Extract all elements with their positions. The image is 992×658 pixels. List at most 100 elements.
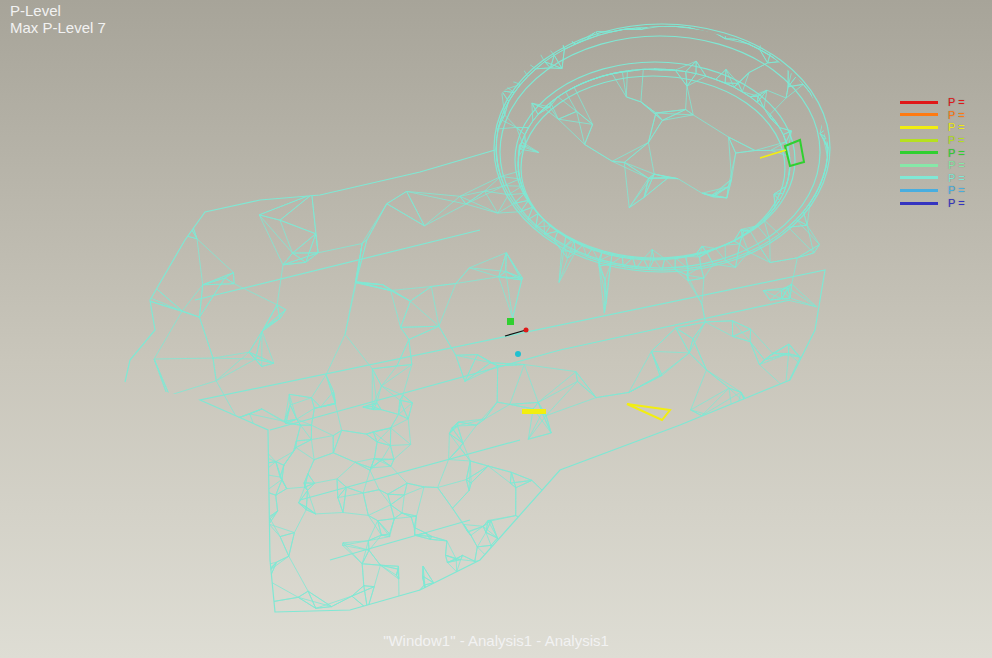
mesh-edge [148,281,182,311]
mesh-edge [491,521,497,538]
mesh-edge [155,214,183,227]
mesh-edge [484,600,497,609]
mesh-edge [734,392,741,422]
mesh-edge [368,587,375,610]
mesh-edge [457,579,465,580]
mesh-edge [177,586,213,587]
mesh-edge [542,543,549,548]
mesh-edge [644,174,654,197]
mesh-edge [372,369,377,403]
mesh-edge [262,310,286,332]
mesh-edge [533,402,538,409]
mesh-edge [197,239,203,285]
mesh-edge [270,519,280,537]
mesh-edge [250,414,262,447]
mesh-edge [484,600,497,609]
mesh-edge [363,490,379,493]
mesh-edge [401,326,439,327]
mesh-edge [747,405,756,415]
mesh-edge [182,586,213,588]
mesh-edge [527,544,534,555]
mesh-edge [491,74,502,91]
mesh-edge [364,586,374,587]
mesh-edge [535,597,540,614]
mesh-edge [484,609,495,617]
mesh-edge [264,574,266,578]
mesh-edge [382,446,391,460]
mesh-edge [706,370,729,388]
mesh-edge [465,580,467,581]
mesh-edge [280,310,286,319]
mesh-edge [763,288,788,291]
mesh-edge [155,214,189,227]
mesh-edge [544,539,555,558]
mesh-edge [729,137,756,151]
mesh-edge [510,365,525,405]
mesh-edge [333,430,341,453]
mesh-edge [498,195,509,213]
mesh-edge [284,448,296,466]
mesh-edge [352,586,364,596]
mesh-edge [428,609,442,615]
mesh-edge [524,365,576,372]
mesh-edge [457,579,465,580]
mesh-edge [391,459,394,466]
mesh-edge [287,487,305,489]
mesh-edge [467,579,481,580]
mesh-edge [126,582,166,585]
mesh-edge [355,462,370,470]
mesh-edge [515,488,516,516]
mesh-edge [765,354,789,360]
mesh-edge [154,359,169,395]
mesh-edge [626,72,627,97]
mesh-edge [297,408,315,419]
mesh-edge [277,556,289,562]
mesh-edge [356,240,367,282]
mesh-edge [457,575,464,580]
mesh-edge [533,555,534,565]
mesh-edge [555,503,559,517]
mesh-edge [154,359,171,406]
mesh-edge [379,490,391,505]
mesh-edge [688,278,704,281]
mesh-edge [133,576,167,584]
mesh-edge [388,483,407,494]
mesh-edge [183,214,189,215]
mesh-edge [368,521,377,541]
mesh-edge [538,381,577,402]
mesh-edge [769,241,770,263]
mesh-edge [453,508,468,531]
mesh-edge [308,460,314,474]
mesh-edge [458,419,485,422]
mesh-edge [797,245,819,258]
mesh-edge [254,568,266,573]
mesh-edge [693,115,728,137]
mesh-edge [464,575,465,581]
mesh-edge [789,354,801,358]
mesh-edge [687,275,704,278]
mesh-edge [342,430,367,434]
mesh-edge [346,487,363,493]
mesh-edge [733,336,751,341]
mesh-edge [337,479,339,498]
mesh-edge [557,30,559,33]
mesh-edge [542,543,546,548]
mesh-edge [294,510,306,533]
mesh-edge [153,520,167,540]
mesh-edge [363,493,368,515]
mesh-edge [481,579,502,585]
mesh-edge [369,550,380,565]
mesh-edge [201,498,218,500]
mesh-edge [526,576,539,615]
mesh-edge [182,587,195,606]
mesh-edge [802,42,819,44]
mesh-edge [793,35,834,67]
mesh-edge [555,503,559,517]
mesh-edge [372,403,377,407]
mesh-edge [139,228,155,240]
mesh-edge [790,38,819,43]
mesh-edge [264,520,269,524]
mesh-edge [559,247,564,283]
mesh-edge [438,488,453,509]
mesh-edge [400,400,413,403]
